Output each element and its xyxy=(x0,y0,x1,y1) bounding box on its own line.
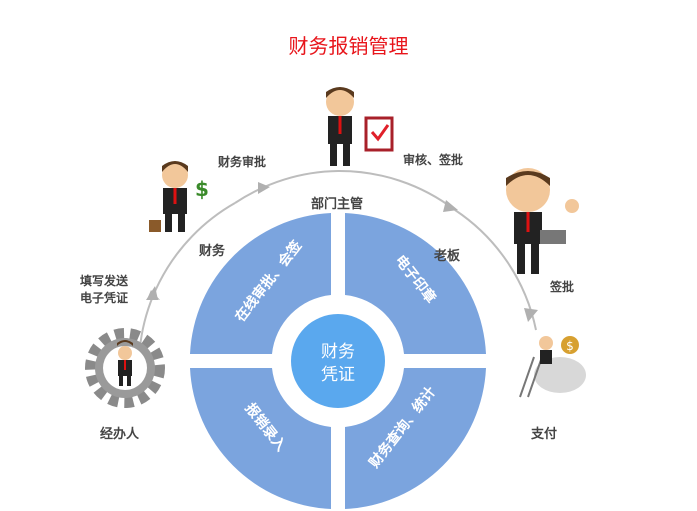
manager-figure xyxy=(326,87,394,166)
clipboard-icon xyxy=(364,116,394,152)
step-finance-approve: 财务审批 xyxy=(218,155,267,169)
arrow-icon xyxy=(146,286,158,300)
finance-figure: $ xyxy=(149,161,209,232)
role-applicant: 经办人 xyxy=(100,427,140,442)
page-title: 财务报销管理 xyxy=(288,34,409,58)
step-fill-send: 填写发送 电子凭证 xyxy=(80,273,128,307)
step-sign: 签批 xyxy=(550,280,575,294)
role-finance: 财务 xyxy=(199,244,226,259)
role-boss: 老板 xyxy=(434,249,461,264)
ring xyxy=(190,213,486,509)
step-review-sign: 审核、签批 xyxy=(403,153,464,167)
arrow-icon xyxy=(258,182,270,194)
arrow-icon xyxy=(524,308,538,322)
step-fill-send-line1: 填写发送 xyxy=(80,274,129,288)
role-manager: 部门主管 xyxy=(311,197,364,212)
arrow-icon xyxy=(443,200,458,212)
segment-online-approval xyxy=(190,213,331,354)
center-circle xyxy=(291,314,385,408)
step-fill-send-line2: 电子凭证 xyxy=(80,291,129,305)
role-payment: 支付 xyxy=(531,427,558,442)
applicant-figure xyxy=(117,340,133,386)
segment-e-seal xyxy=(345,213,486,354)
segment-query-stats xyxy=(345,368,486,509)
dollar-icon: $ xyxy=(195,177,209,201)
piggy-bank-icon: $ xyxy=(519,336,586,398)
center-line1: 财务 xyxy=(321,342,355,362)
boss-figure xyxy=(506,168,579,274)
svg-text:$: $ xyxy=(566,339,574,353)
segment-entry xyxy=(190,368,331,509)
center-line2: 凭证 xyxy=(321,365,355,385)
